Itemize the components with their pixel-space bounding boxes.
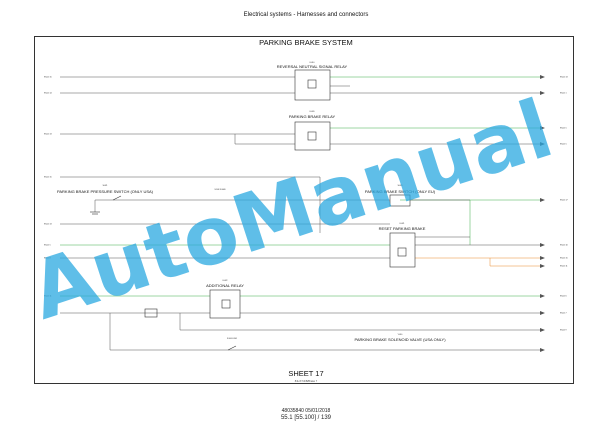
connector-arrow [540,256,545,260]
brake-switch-eu-ref: S-020 [398,185,403,187]
additional-relay-label: ADDITIONAL RELAY [206,283,244,288]
brake-switch-eu-box [389,194,411,207]
reset-brake-box [389,232,416,268]
reversal-relay-box [294,69,331,101]
diode-ref-2: X-506 X-501 [227,338,237,340]
right-sheet-ref: Sheet 9 [560,329,567,332]
sheet-number: SHEET 17 [288,369,324,378]
left-sheet-ref: Sheet 5 [44,244,51,247]
parking-relay-ref: K-020 [310,111,315,113]
connector-arrow [540,198,545,202]
additional-relay-box [209,289,241,319]
diode-ref: X-503 X-1009 [214,189,225,191]
left-sheet-ref: Sheet 11 [44,295,51,298]
right-sheet-ref: Sheet 7 [560,312,567,315]
parking-relay-box [294,121,331,151]
right-sheet-ref: Sheet 17 [560,199,568,202]
right-sheet-ref: Sheet 6 [560,295,567,298]
relay-coil [397,247,407,257]
relay-coil [221,299,231,309]
right-sheet-ref: Sheet 11 [560,265,567,268]
connector-arrow [540,311,545,315]
connector-arrow [540,264,545,268]
left-sheet-ref: Sheet 15 [44,76,52,79]
connector-arrow [540,142,545,146]
document-header: Electrical systems - Harnesses and conne… [243,12,369,18]
sheet-reference: 84L/X7/4/B/Brake 7 [294,380,318,383]
connector-arrow [540,75,545,79]
solenoid-valve-label: PARKING BRAKE SOLENOID VALVE (USA ONLY) [354,337,446,342]
connector-arrow [540,126,545,130]
connector-arrow [540,348,545,352]
left-sheet-ref: Sheet 15 [44,176,52,179]
reset-brake-ref: K-021 [400,223,405,225]
pressure-switch-label: PARKING BRAKE PRESSURE SWITCH (ONLY USA) [57,189,154,194]
connector-arrow [540,294,545,298]
right-sheet-ref: Sheet 5 [560,143,567,146]
right-sheet-ref: Sheet 13 [560,76,568,79]
left-sheet-ref: Sheet 13 [44,223,52,226]
relay-coil [307,79,317,89]
reversal-relay-ref: K-010 [310,62,315,64]
connector-arrow [540,91,545,95]
right-sheet-ref: Sheet 5 [560,127,567,130]
reversal-relay-label: REVERSAL NEUTRAL SIGNAL RELAY [277,64,348,69]
schematic-frame [34,36,574,384]
schematic-title: PARKING BRAKE SYSTEM [259,38,353,47]
relay-coil [307,131,317,141]
connector-arrow [540,243,545,247]
left-sheet-ref: Sheet 13 [44,133,52,136]
left-sheet-ref: Sheet 14 [44,92,52,95]
right-sheet-ref: Sheet 10 [560,244,568,247]
solenoid-switch-symbol [227,345,237,351]
pressure-switch-ref: S-021 [103,185,108,187]
left-sheet-ref: Sheet 8 [44,257,51,260]
right-sheet-ref: Sheet 1 [560,92,567,95]
connector-arrow [540,328,545,332]
solenoid-valve-ref: Y-010 [398,334,403,336]
footer-doc-id: 48035840 05/01/2018 [281,408,331,414]
brake-switch-eu-label: PARKING BRAKE SWITCH (ONLY EU) [365,189,436,194]
right-sheet-ref: Sheet 15 [560,257,568,260]
diode-box [144,308,158,318]
footer-page-number: 55.1 [55.100] / 139 [280,415,332,421]
additional-relay-ref: K-022 [223,280,228,282]
pressure-switch-symbol [112,195,122,201]
reset-brake-label: RESET PARKING BRAKE [379,226,426,231]
parking-relay-label: PARKING BRAKE RELAY [289,114,336,119]
